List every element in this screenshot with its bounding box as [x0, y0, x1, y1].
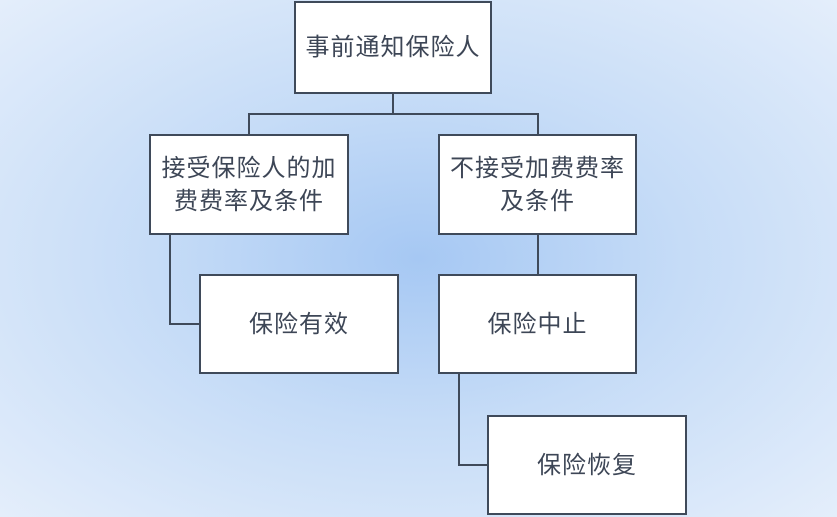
- node-notify-insurer: 事前通知保险人: [294, 1, 492, 94]
- node-reject-surcharge: 不接受加费费率 及条件: [438, 134, 637, 235]
- edge-root-to-reject: [393, 113, 539, 134]
- edge-suspend-to-restore: [458, 374, 487, 466]
- node-insurance-restored: 保险恢复: [487, 415, 687, 515]
- node-insurance-suspended-label: 保险中止: [487, 309, 588, 338]
- node-insurance-valid-label: 保险有效: [249, 309, 349, 338]
- node-accept-surcharge: 接受保险人的加 费费率及条件: [149, 134, 349, 235]
- node-accept-surcharge-line1: 接受保险人的加: [161, 153, 337, 182]
- edge-root-to-accept: [248, 94, 394, 134]
- node-insurance-valid: 保险有效: [199, 274, 399, 374]
- node-notify-insurer-label: 事前通知保险人: [305, 33, 481, 61]
- node-insurance-suspended: 保险中止: [438, 274, 637, 374]
- node-reject-surcharge-line2: 及条件: [500, 186, 575, 215]
- node-insurance-restored-label: 保险恢复: [537, 450, 637, 479]
- node-reject-surcharge-line1: 不接受加费费率: [450, 153, 625, 182]
- edge-accept-to-valid: [169, 235, 199, 325]
- node-accept-surcharge-line2: 费费率及条件: [174, 186, 324, 215]
